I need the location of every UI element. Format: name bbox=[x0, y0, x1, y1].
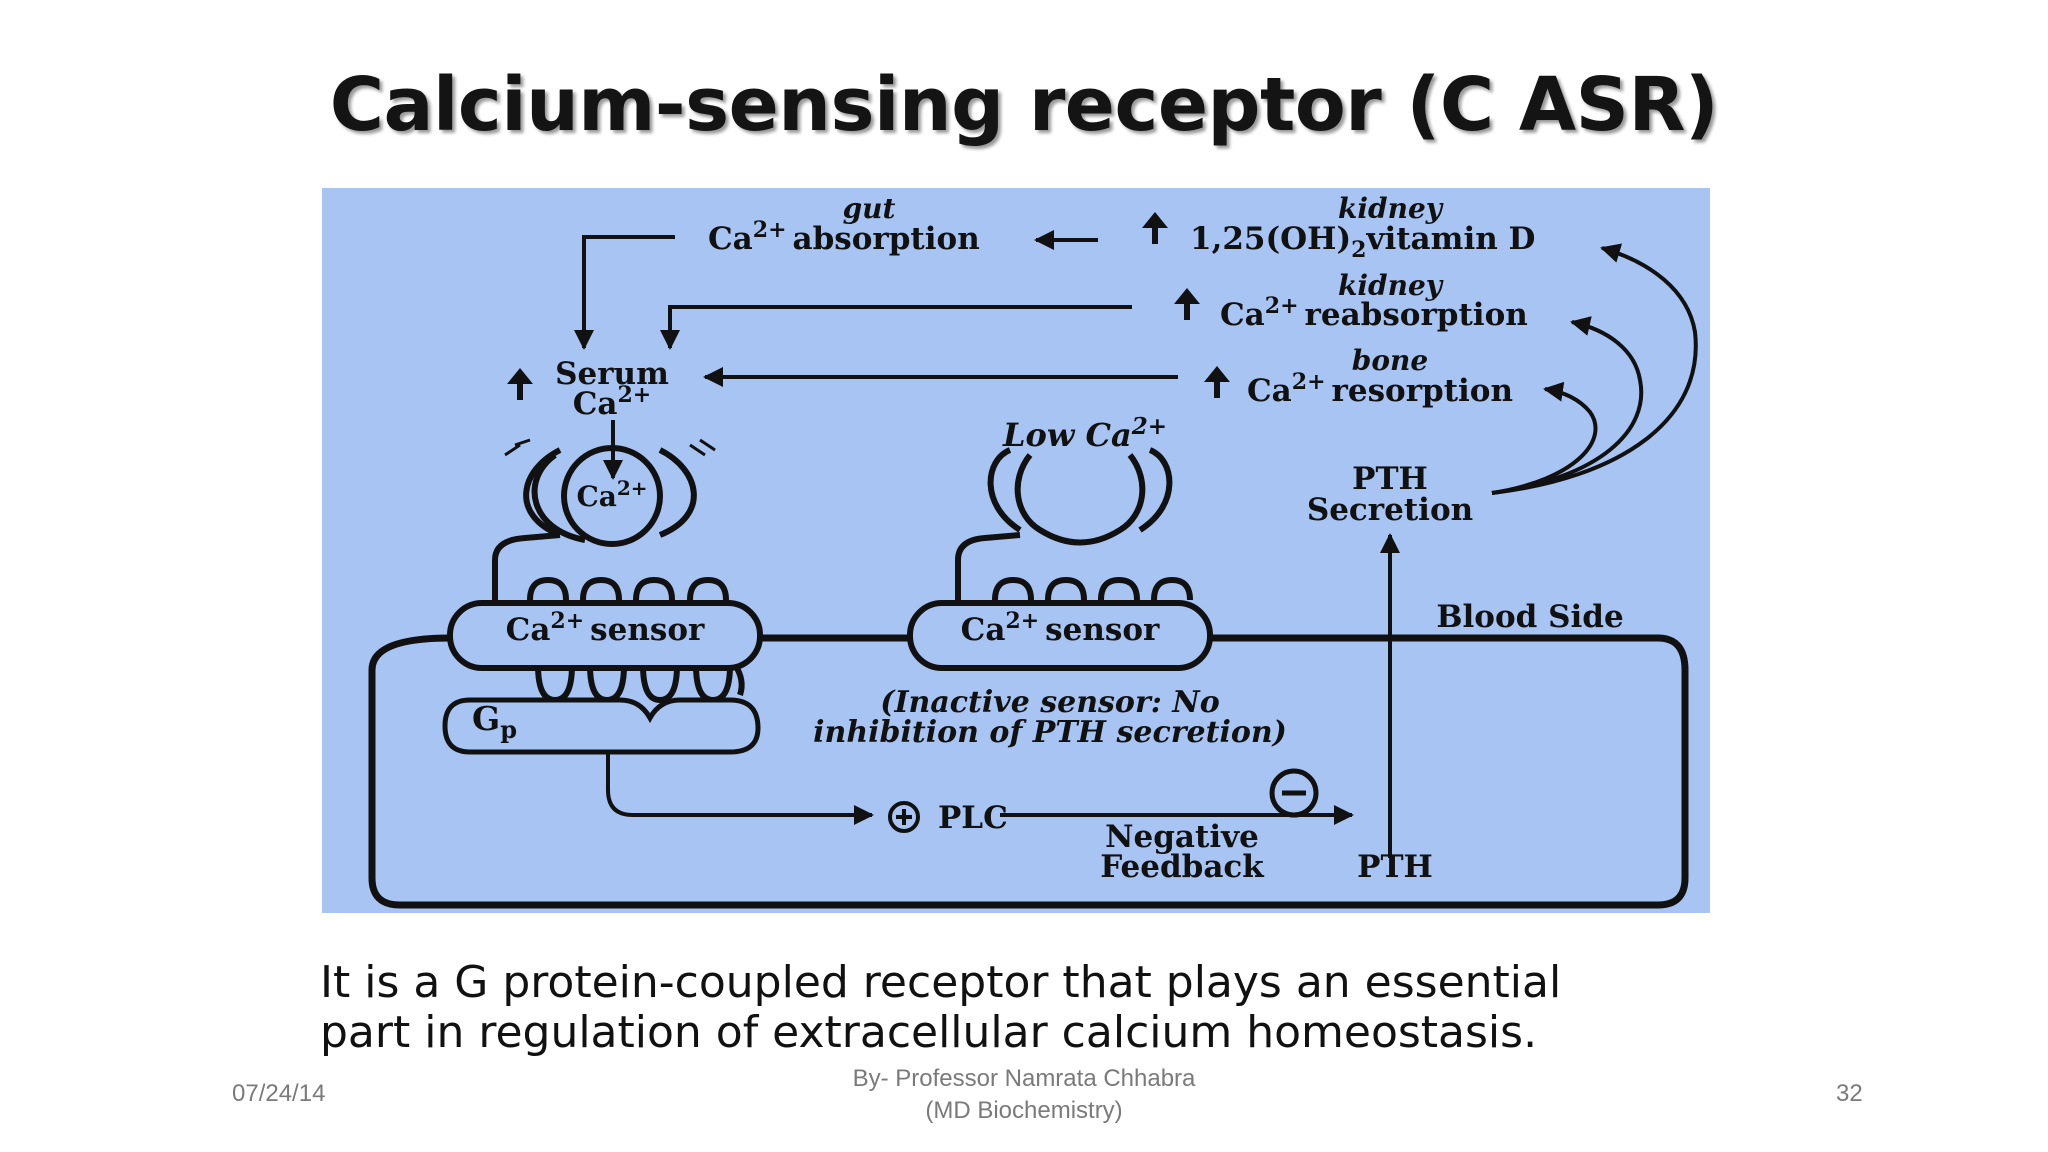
pth-secretion-label-2: Secretion bbox=[1307, 492, 1473, 528]
resorption-label: Ca2+resorption bbox=[1247, 369, 1513, 409]
kidney-label-reabsorption: kidney bbox=[1338, 269, 1444, 302]
up-arrow-icon-reabsorption bbox=[1174, 288, 1200, 320]
blood-side-label: Blood Side bbox=[1436, 599, 1623, 635]
footer-date: 07/24/14 bbox=[232, 1080, 326, 1107]
gp-protein bbox=[442, 697, 761, 755]
pth-label: PTH bbox=[1357, 849, 1433, 885]
minus-circle-icon bbox=[1269, 768, 1319, 818]
bound-calcium-label: Ca2+ bbox=[576, 476, 647, 513]
sensor-active-label: Ca2+sensor bbox=[506, 608, 705, 648]
plus-circle-icon bbox=[888, 801, 920, 833]
caption-line-2: part in regulation of extracellular calc… bbox=[320, 1007, 1538, 1058]
gp-label: Gp bbox=[472, 699, 517, 744]
bound-calcium bbox=[561, 445, 663, 547]
caption-line-1: It is a G protein-coupled receptor that … bbox=[320, 957, 1562, 1008]
up-arrow-icon-resorption bbox=[1204, 366, 1230, 398]
kidney-label-vitd: kidney bbox=[1338, 192, 1444, 225]
up-arrow-icon-vitd bbox=[1142, 212, 1168, 244]
inactive-sensor-note-2: inhibition of PTH secretion) bbox=[813, 715, 1287, 750]
footer-author-line-2: (MD Biochemistry) bbox=[925, 1097, 1123, 1124]
receptor-inactive bbox=[955, 447, 1193, 612]
inactive-sensor-note-1: (Inactive sensor: No bbox=[880, 685, 1219, 720]
vitamin-d-label: 1,25(OH)2vitamin D bbox=[1190, 221, 1535, 263]
increase-arrow-icons bbox=[507, 212, 1230, 400]
slide-title: Calcium-sensing receptor (C ASR) bbox=[329, 62, 1719, 148]
reabsorption-label: Ca2+reabsorption bbox=[1220, 293, 1528, 333]
footer-author: By- Professor Namrata Chhabra (MD Bioche… bbox=[0, 1063, 2048, 1127]
serum-calcium-label: Ca2+ bbox=[573, 382, 652, 422]
up-arrow-icon-serum bbox=[507, 368, 533, 400]
slide-caption: It is a G protein-coupled receptor that … bbox=[320, 958, 1820, 1058]
low-calcium-label: Low Ca2+ bbox=[1002, 413, 1167, 454]
sensor-active bbox=[447, 600, 763, 671]
absorption-label: Ca2+absorption bbox=[708, 217, 980, 257]
sensor-inactive bbox=[907, 600, 1213, 671]
negative-feedback-label-2: Feedback bbox=[1100, 849, 1265, 885]
serum-label: Serum bbox=[555, 356, 669, 392]
plc-label: PLC bbox=[938, 800, 1008, 836]
bone-label: bone bbox=[1352, 344, 1428, 377]
cell-membrane bbox=[368, 634, 1689, 909]
sensor-inactive-label: Ca2+sensor bbox=[961, 608, 1160, 648]
footer-author-line-1: By- Professor Namrata Chhabra bbox=[852, 1065, 1196, 1092]
footer-page-number: 32 bbox=[1836, 1080, 1863, 1107]
gut-label: gut bbox=[843, 192, 896, 225]
pth-secretion-label-1: PTH bbox=[1352, 461, 1428, 497]
negative-feedback-label-1: Negative bbox=[1105, 819, 1259, 855]
